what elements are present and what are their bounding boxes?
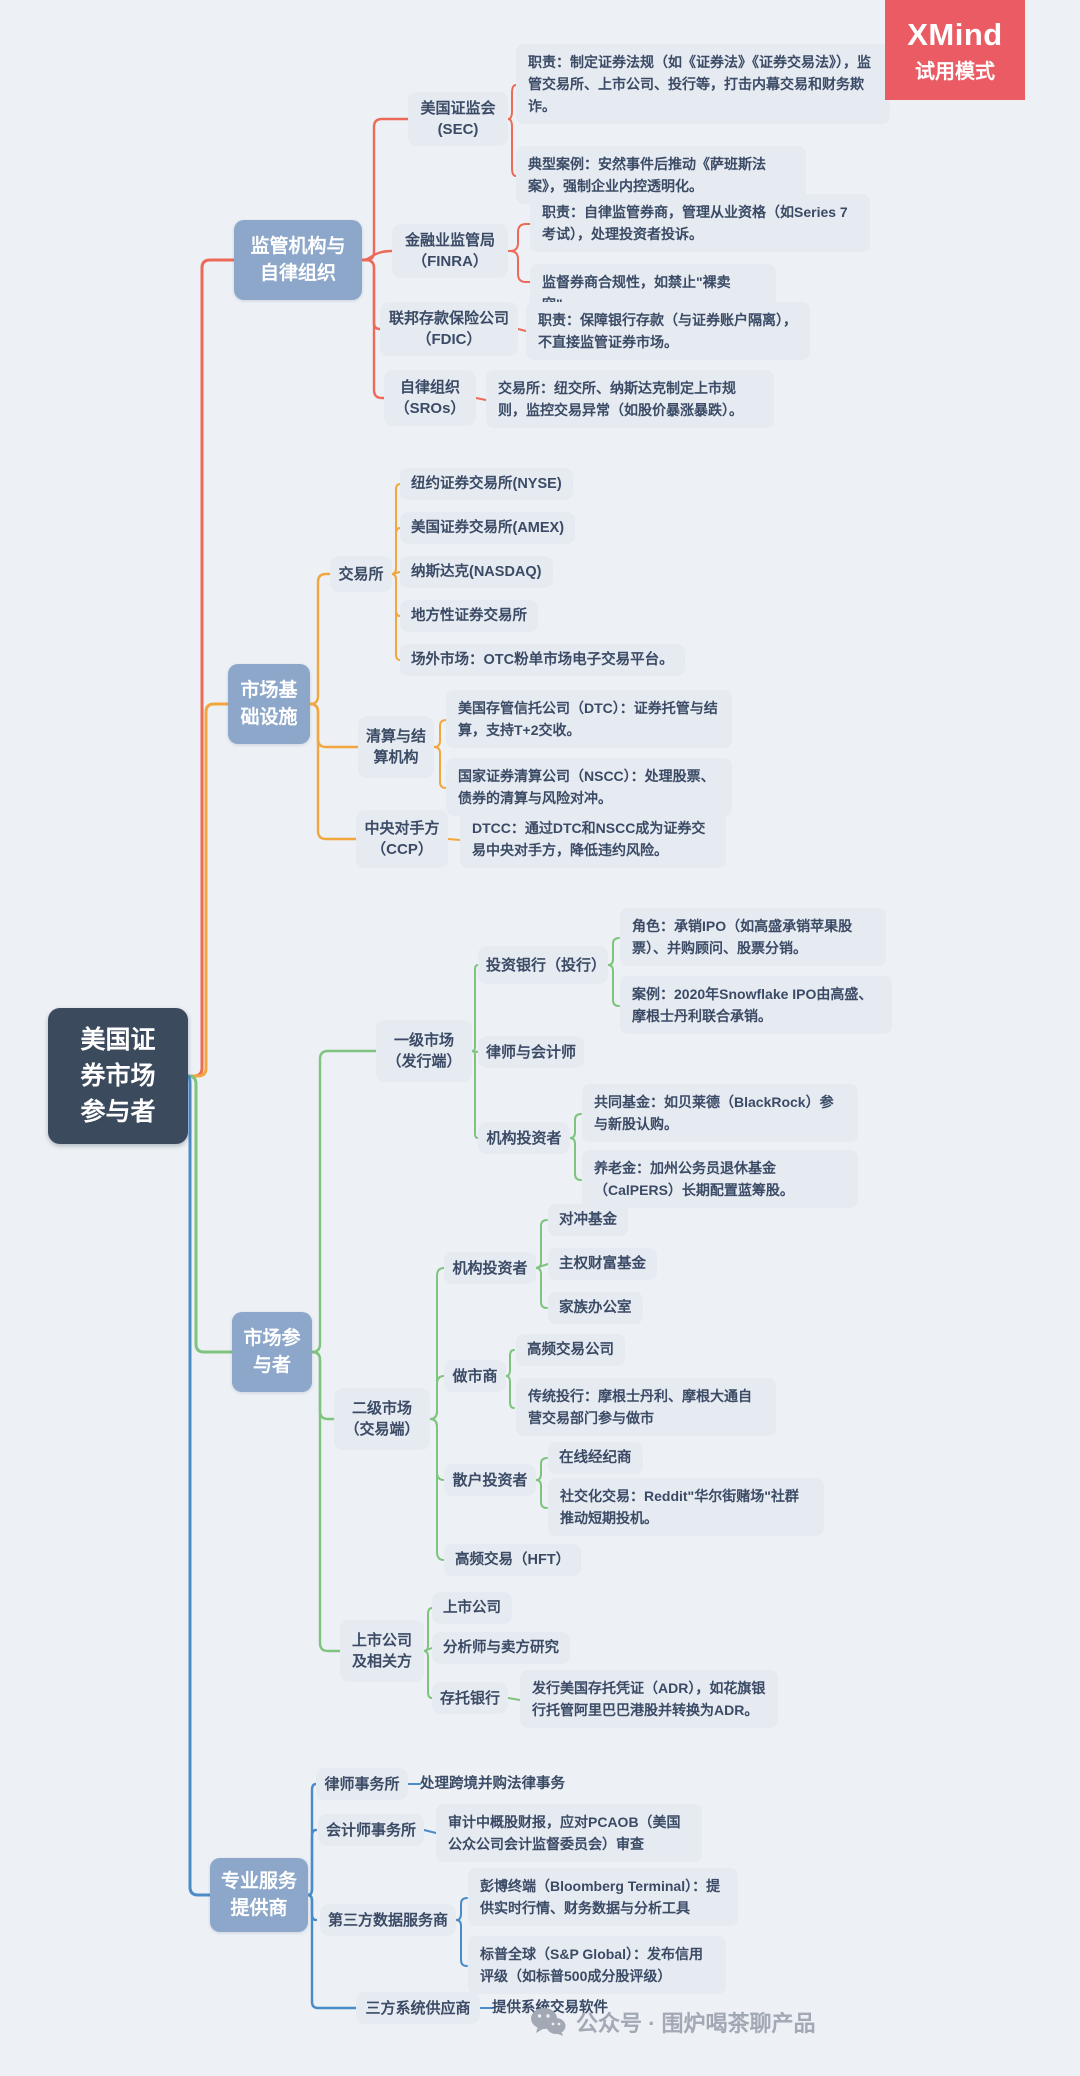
topic-ccp[interactable]: 中央对手方 （CCP） <box>356 810 448 868</box>
topic-fdic[interactable]: 联邦存款保险公司 （FDIC） <box>380 302 518 356</box>
detail-social-trading[interactable]: 社交化交易：Reddit"华尔街赌场"社群推动短期投机。 <box>548 1478 824 1536</box>
watermark-text: 公众号 · 围炉喝茶聊产品 <box>576 2011 816 2036</box>
leaf-hedge-fund[interactable]: 对冲基金 <box>548 1204 628 1236</box>
branch-services[interactable]: 专业服务 提供商 <box>210 1858 308 1932</box>
detail-dtc[interactable]: 美国存管信托公司（DTC）：证券托管与结算，支持T+2交收。 <box>446 690 732 748</box>
branch-infrastructure[interactable]: 市场基 础设施 <box>228 664 310 744</box>
branch-participants[interactable]: 市场参 与者 <box>232 1312 312 1392</box>
topic-exchanges[interactable]: 交易所 <box>330 556 392 592</box>
leaf-nyse[interactable]: 纽约证券交易所(NYSE) <box>400 468 573 500</box>
topic-sec[interactable]: 美国证监会 (SEC) <box>408 92 508 146</box>
topic-listed-companies[interactable]: 上市公司 及相关方 <box>340 1620 424 1682</box>
leaf-analysts-sellside[interactable]: 分析师与卖方研究 <box>432 1632 570 1664</box>
detail-adr[interactable]: 发行美国存托凭证（ADR），如花旗银行托管阿里巴巴港股并转换为ADR。 <box>520 1670 778 1728</box>
detail-sec-responsibility[interactable]: 职责：制定证券法规（如《证券法》《证券交易法》），监管交易所、上市公司、投行等，… <box>516 44 890 124</box>
xmind-trial-badge[interactable]: XMind 试用模式 <box>885 0 1025 100</box>
detail-fdic-responsibility[interactable]: 职责：保障银行存款（与证券账户隔离），不直接监管证券市场。 <box>526 302 810 360</box>
detail-finra-responsibility[interactable]: 职责：自律监管券商，管理从业资格（如Series 7考试），处理投资者投诉。 <box>530 194 870 252</box>
detail-bloomberg-terminal[interactable]: 彭博终端（Bloomberg Terminal）：提供实时行情、财务数据与分析工… <box>468 1868 738 1926</box>
branch-regulators[interactable]: 监管机构与 自律组织 <box>234 220 362 300</box>
topic-data-vendor[interactable]: 第三方数据服务商 <box>320 1904 456 1936</box>
topic-institutional-investors-primary[interactable]: 机构投资者 <box>478 1122 570 1154</box>
detail-ibank-role[interactable]: 角色：承销IPO（如高盛承销苹果股票）、并购顾问、股票分销。 <box>620 908 886 966</box>
topic-accounting-firm[interactable]: 会计师事务所 <box>318 1814 424 1846</box>
topic-investment-bank[interactable]: 投资银行（投行） <box>478 946 608 984</box>
detail-sp-global[interactable]: 标普全球（S&P Global）：发布信用评级（如标普500成分股评级） <box>468 1936 726 1994</box>
topic-institutional-investors-secondary[interactable]: 机构投资者 <box>444 1252 536 1284</box>
topic-secondary-market[interactable]: 二级市场 （交易端） <box>334 1388 430 1450</box>
detail-pcaob-audit[interactable]: 审计中概股财报，应对PCAOB（美国公众公司会计监督委员会）审查 <box>436 1804 702 1862</box>
leaf-amex[interactable]: 美国证券交易所(AMEX) <box>400 512 576 544</box>
detail-dtcc[interactable]: DTCC：通过DTC和NSCC成为证券交易中央对手方，降低违约风险。 <box>460 810 726 868</box>
leaf-regional-exchanges[interactable]: 地方性证券交易所 <box>400 600 538 632</box>
detail-ibank-case[interactable]: 案例：2020年Snowflake IPO由高盛、摩根士丹利联合承销。 <box>620 976 892 1034</box>
topic-retail-investors[interactable]: 散户投资者 <box>444 1464 536 1496</box>
leaf-listed-company[interactable]: 上市公司 <box>432 1592 512 1624</box>
leaf-trading-software[interactable]: 提供系统交易软件 <box>492 2000 608 2016</box>
leaf-family-office[interactable]: 家族办公室 <box>548 1292 643 1324</box>
badge-title: XMind <box>907 16 1003 52</box>
topic-lawyers-accountants[interactable]: 律师与会计师 <box>478 1036 584 1068</box>
topic-law-firm[interactable]: 律师事务所 <box>316 1768 408 1800</box>
badge-subtitle: 试用模式 <box>915 60 995 83</box>
topic-finra[interactable]: 金融业监管局 （FINRA） <box>392 224 508 278</box>
topic-depositary-bank[interactable]: 存托银行 <box>432 1682 508 1714</box>
watermark: 公众号 · 围炉喝茶聊产品 <box>530 2006 816 2038</box>
leaf-online-broker[interactable]: 在线经纪商 <box>548 1442 643 1474</box>
leaf-otc-market[interactable]: 场外市场：OTC粉单市场电子交易平台。 <box>400 644 685 676</box>
leaf-sovereign-wealth-fund[interactable]: 主权财富基金 <box>548 1248 657 1280</box>
topic-market-maker[interactable]: 做市商 <box>444 1360 506 1392</box>
topic-primary-market[interactable]: 一级市场 （发行端） <box>376 1020 472 1082</box>
detail-traditional-ibank[interactable]: 传统投行：摩根士丹利、摩根大通自营交易部门参与做市 <box>516 1378 776 1436</box>
detail-sros-exchanges[interactable]: 交易所：纽交所、纳斯达克制定上市规则，监控交易异常（如股价暴涨暴跌）。 <box>486 370 774 428</box>
leaf-cross-border-ma[interactable]: 处理跨境并购法律事务 <box>420 1776 565 1792</box>
wechat-icon <box>530 2007 566 2037</box>
leaf-hft[interactable]: 高频交易（HFT） <box>444 1544 582 1576</box>
topic-sros[interactable]: 自律组织 （SROs） <box>384 370 476 426</box>
topic-clearing[interactable]: 清算与结 算机构 <box>358 716 434 778</box>
topic-system-vendor[interactable]: 三方系统供应商 <box>356 1992 480 2024</box>
detail-nscc[interactable]: 国家证券清算公司（NSCC）：处理股票、债券的清算与风险对冲。 <box>446 758 732 816</box>
leaf-nasdaq[interactable]: 纳斯达克(NASDAQ) <box>400 556 553 588</box>
detail-mutual-fund[interactable]: 共同基金：如贝莱德（BlackRock）参与新股认购。 <box>582 1084 858 1142</box>
root-topic[interactable]: 美国证 券市场 参与者 <box>48 1008 188 1144</box>
detail-pension-fund[interactable]: 养老金：加州公务员退休基金（CalPERS）长期配置蓝筹股。 <box>582 1150 858 1208</box>
leaf-hft-firm[interactable]: 高频交易公司 <box>516 1334 625 1366</box>
